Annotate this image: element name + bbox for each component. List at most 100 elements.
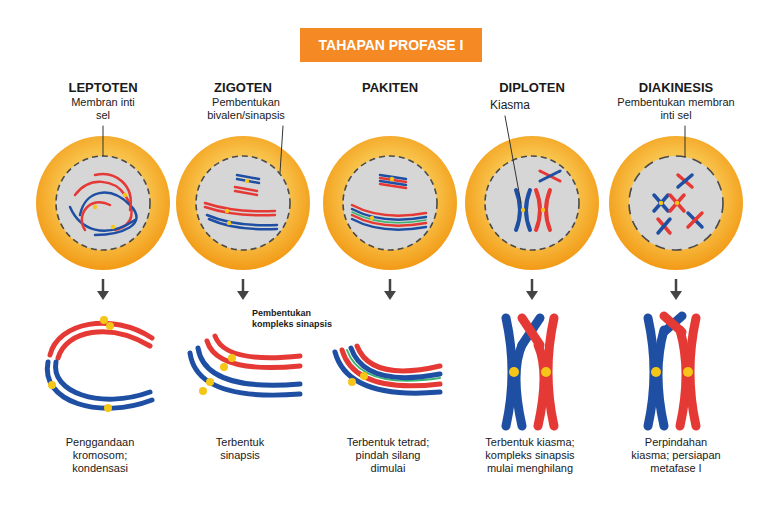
stage-circle: LEPTOTEN	[35, 135, 171, 271]
circle-shape-part	[56, 156, 150, 250]
circle-shape-part	[688, 213, 702, 227]
zigoten-chromosomes-part	[215, 336, 300, 358]
circle-shape-part	[245, 179, 249, 183]
circle-shape-part	[685, 126, 686, 157]
zigoten-chromosomes-part	[199, 387, 207, 395]
circle-shape-part	[659, 201, 663, 205]
zigoten-chromosomes-part	[190, 353, 300, 395]
label: Penggandaan kromosom; kondensasi	[59, 436, 141, 475]
caption-text: Perpindahan kiasma; persiapan metafase I	[625, 436, 727, 475]
circle-shape-part	[235, 191, 257, 195]
circle-shape-part	[540, 171, 560, 181]
leptoten-chromosomes	[47, 316, 152, 412]
circle-shape-part	[111, 225, 115, 229]
label: Perpindahan kiasma; persiapan metafase I	[625, 436, 727, 475]
stage-heading: DIAKINESIS	[566, 80, 784, 95]
diploten-chromosomes-part	[522, 318, 540, 345]
label: Pembentukan membran inti sel	[611, 96, 741, 122]
circle-shape	[35, 135, 171, 271]
caption-text: Terbentuk sinapsis	[208, 436, 272, 462]
circle-shape-part	[670, 195, 684, 211]
circle-shape-part	[280, 126, 283, 173]
caption-text: Penggandaan kromosom; kondensasi	[59, 436, 141, 475]
zigoten-chromosomes-part	[198, 348, 300, 385]
down-arrow	[97, 279, 682, 300]
label: Terbentuk tetrad; pindah silang dimulai	[346, 436, 430, 475]
circle-shape	[464, 135, 600, 271]
label: Terbentuk sinapsis	[208, 436, 272, 462]
stage-heading-text: DIAKINESIS	[566, 80, 784, 95]
circle-shape-part	[678, 175, 692, 187]
zigoten-chromosomes-part	[228, 354, 236, 362]
down-arrow-part	[102, 279, 105, 292]
circle-shape-part	[207, 215, 277, 225]
diploten-chromosomes-part	[538, 345, 544, 426]
down-arrow-part	[389, 279, 392, 292]
leptoten-chromosomes-part	[104, 404, 112, 412]
circle-shape-part	[540, 171, 560, 181]
circle-shape-part	[380, 184, 406, 188]
circle-shape-part	[658, 219, 670, 233]
circle-shape-part	[352, 209, 426, 220]
zigoten-chromosomes-part	[206, 378, 214, 386]
diakinesis-chromosomes-part	[683, 367, 693, 377]
circle-shape-part	[688, 213, 702, 227]
pakiten-chromosomes-part	[357, 346, 440, 371]
circle-shape-part	[505, 116, 521, 203]
circle-shape-part	[654, 195, 668, 211]
pakiten-chromosomes	[335, 346, 440, 393]
stage-heading: DIPLOTEN	[422, 80, 642, 95]
stage-heading-text: LEPTOTEN	[0, 80, 213, 95]
circle-shape-part	[370, 216, 374, 220]
circle-shape-part	[536, 190, 540, 230]
down-arrow-part	[237, 291, 249, 300]
callout-text: Membran inti sel	[68, 96, 138, 122]
leptoten-chromosomes-part	[48, 381, 56, 389]
down-arrow-part	[97, 291, 109, 300]
circle-shape-part	[609, 136, 743, 270]
circle-shape-part	[485, 156, 579, 250]
stage-heading-text: DIPLOTEN	[422, 80, 642, 95]
down-arrow-part	[531, 279, 534, 292]
down-arrow-part	[675, 279, 678, 292]
circle-shape-part	[670, 195, 684, 211]
zigoten-chromosomes	[190, 336, 300, 395]
circle-shape-part	[654, 195, 668, 211]
circle-shape-part	[541, 208, 545, 212]
circle-shape-part	[123, 193, 127, 197]
circle-shape-part	[658, 219, 670, 233]
circle-shape-part	[343, 156, 437, 250]
down-arrow-part	[242, 279, 245, 292]
stage-heading-text: PAKITEN	[280, 80, 500, 95]
caption-text: Terbentuk tetrad; pindah silang dimulai	[346, 436, 430, 475]
label: Terbentuk kiasma; kompleks sinapsis mula…	[478, 436, 582, 475]
stage-heading: LEPTOTEN	[0, 80, 213, 95]
down-arrow-part	[526, 291, 538, 300]
leptoten-chromosomes-part	[56, 362, 150, 399]
stage-circle: PAKITEN	[322, 135, 458, 271]
callout-text: Pembentukan bivalen/sinapsis	[196, 96, 296, 122]
label: Pembentukan kompleks sinapsis	[252, 308, 352, 330]
pakiten-chromosomes-part	[360, 372, 368, 380]
label: Pembentukan bivalen/sinapsis	[196, 96, 296, 122]
circle-shape-part	[323, 136, 457, 270]
leptoten-chromosomes-part	[100, 316, 108, 324]
circle-shape-part	[209, 219, 277, 229]
leptoten-chromosomes-part	[58, 332, 150, 358]
diploten-chromosomes-part	[541, 367, 551, 377]
diakinesis-chromosomes-part	[651, 367, 661, 377]
circle-shape-part	[465, 136, 599, 270]
circle-shape-part	[225, 209, 229, 213]
circle-shape-part	[176, 136, 310, 270]
circle-shape-part	[526, 190, 530, 230]
diakinesis-chromosomes-part	[658, 330, 664, 426]
stage-circle: ZIGOTEN	[175, 135, 311, 271]
circle-shape-part	[352, 219, 426, 230]
circle-shape-part	[103, 126, 104, 156]
diakinesis-chromosomes-part	[680, 330, 686, 426]
circle-shape-part	[82, 202, 110, 230]
label: Membran inti sel	[68, 96, 138, 122]
diploten-chromosomes-part	[522, 318, 540, 345]
circle-shape-part	[93, 205, 97, 209]
